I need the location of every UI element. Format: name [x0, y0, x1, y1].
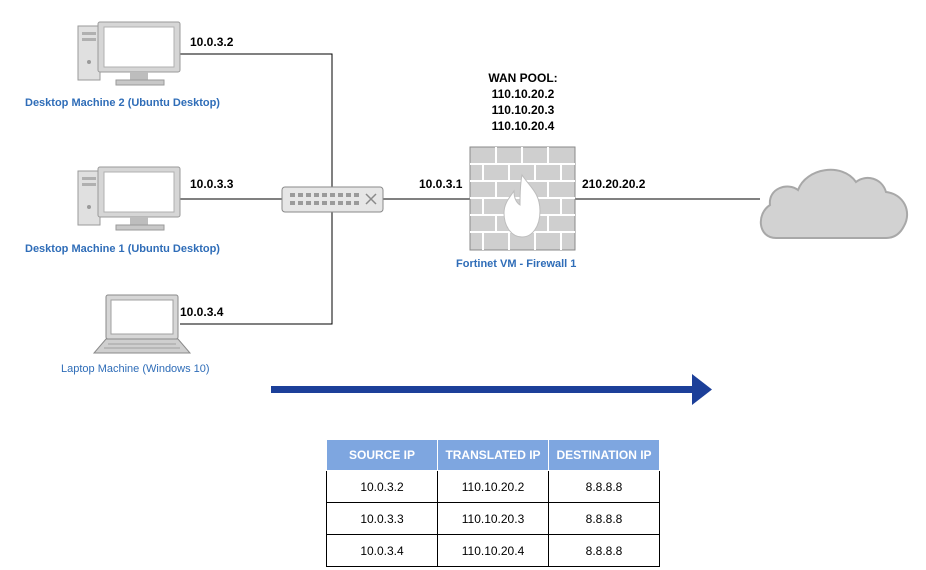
wan-pool-block: WAN POOL: 110.10.20.2 110.10.20.3 110.10…: [478, 70, 568, 134]
table-cell: 10.0.3.3: [326, 502, 438, 535]
table-cell: 110.10.20.3: [437, 502, 549, 535]
laptop-icon: [92, 294, 192, 354]
table-cell: 110.10.20.2: [437, 470, 549, 503]
desktop1-ip-label: 10.0.3.3: [190, 177, 234, 191]
table-cell: 10.0.3.2: [326, 470, 438, 503]
wan-pool-address: 110.10.20.3: [491, 103, 555, 117]
laptop-name-label: Laptop Machine (Windows 10): [61, 363, 210, 375]
firewall-icon: [469, 146, 576, 251]
traffic-direction-arrow: [271, 374, 712, 405]
table-cell: 110.10.20.4: [437, 534, 549, 567]
link-laptop-switch: [180, 212, 333, 325]
wan-pool-title: WAN POOL:: [488, 71, 558, 85]
column-header-translated-ip: TRANSLATED IP: [437, 439, 549, 471]
table-row: 10.0.3.4 110.10.20.4 8.8.8.8: [326, 534, 660, 567]
table-cell: 8.8.8.8: [548, 502, 660, 535]
table-cell: 10.0.3.4: [326, 534, 438, 567]
column-header-source-ip: SOURCE IP: [326, 439, 438, 471]
table-cell: 8.8.8.8: [548, 470, 660, 503]
column-header-destination-ip: DESTINATION IP: [548, 439, 660, 471]
desktop1-name-label: Desktop Machine 1 (Ubuntu Desktop): [25, 243, 220, 255]
desktop-machine-2-icon: [77, 21, 181, 86]
firewall-lan-ip-label: 10.0.3.1: [419, 177, 463, 191]
internet-cloud-icon: [760, 168, 909, 239]
desktop2-name-label: Desktop Machine 2 (Ubuntu Desktop): [25, 97, 220, 109]
wan-pool-address: 110.10.20.4: [491, 119, 555, 133]
laptop-ip-label: 10.0.3.4: [180, 305, 224, 319]
table-row: 10.0.3.3 110.10.20.3 8.8.8.8: [326, 502, 660, 535]
wan-pool-address: 110.10.20.2: [491, 87, 555, 101]
table-header-row: SOURCE IP TRANSLATED IP DESTINATION IP: [326, 439, 660, 471]
connections: [180, 53, 760, 325]
desktop-machine-1-icon: [77, 166, 181, 231]
nat-translation-table: SOURCE IP TRANSLATED IP DESTINATION IP 1…: [326, 439, 660, 567]
link-desktop2-switch: [180, 53, 333, 188]
table-row: 10.0.3.2 110.10.20.2 8.8.8.8: [326, 470, 660, 503]
network-switch-icon: [281, 186, 384, 213]
flame-icon: [503, 173, 541, 238]
table-cell: 8.8.8.8: [548, 534, 660, 567]
firewall-name-label: Fortinet VM - Firewall 1: [456, 258, 577, 270]
desktop2-ip-label: 10.0.3.2: [190, 35, 234, 49]
firewall-wan-ip-label: 210.20.20.2: [582, 177, 646, 191]
